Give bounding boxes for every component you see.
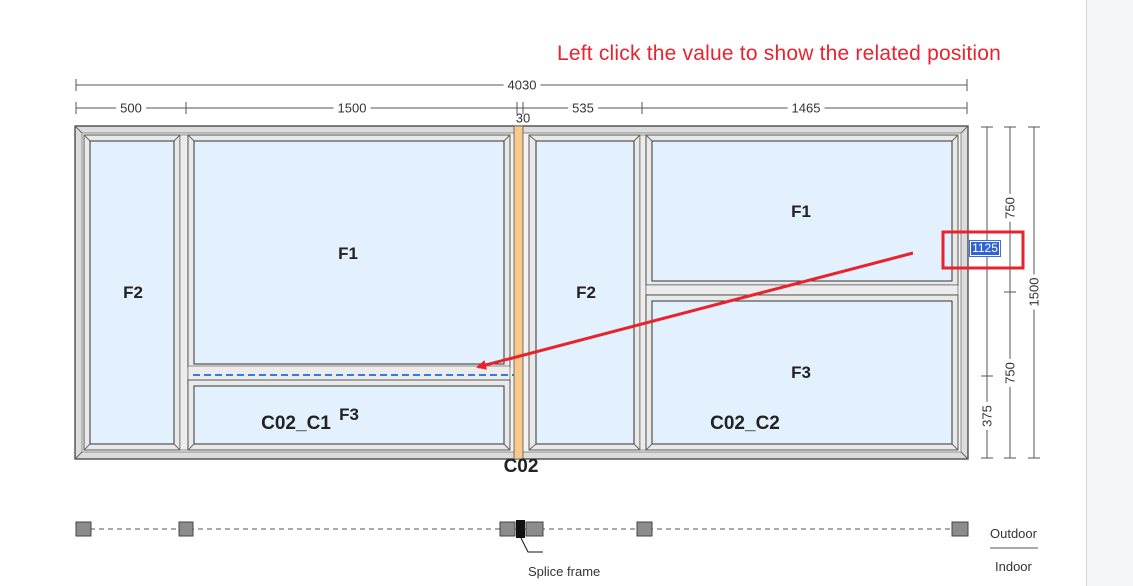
dim-splice-gap[interactable]: 30 bbox=[515, 110, 531, 126]
panel-label-left-f1: F1 bbox=[338, 244, 358, 263]
dim-right-top[interactable]: 750 bbox=[1002, 194, 1018, 222]
panel-label-right-f2: F2 bbox=[576, 283, 596, 302]
dim-total-width[interactable]: 4030 bbox=[503, 77, 541, 93]
selected-value-input[interactable]: 1125 bbox=[969, 240, 1001, 257]
legend-splice-frame: Splice frame bbox=[528, 564, 601, 579]
highlight-box bbox=[941, 230, 1025, 270]
dim-width-4[interactable]: 1465 bbox=[787, 100, 825, 116]
frame-label-combined: C02 bbox=[503, 456, 539, 477]
frame-label-right: C02_C2 bbox=[710, 413, 780, 434]
panel-label-right-f1: F1 bbox=[791, 202, 811, 221]
panel-label-right-f3: F3 bbox=[791, 363, 811, 382]
panel-label-left-f2: F2 bbox=[123, 283, 143, 302]
legend-indoor: Indoor bbox=[995, 559, 1032, 574]
frame-label-left: C02_C1 bbox=[261, 413, 331, 434]
right-side-panel bbox=[1086, 0, 1133, 586]
splice-frame-bar[interactable] bbox=[513, 125, 524, 460]
dim-right-outer[interactable]: 1500 bbox=[1026, 274, 1042, 310]
selected-value-text: 1125 bbox=[971, 241, 999, 255]
dim-right-sub[interactable]: 375 bbox=[979, 402, 995, 430]
legend-outdoor: Outdoor bbox=[990, 526, 1037, 541]
splice-legend-diagram bbox=[75, 520, 1038, 553]
left-unit-c02-c1[interactable] bbox=[83, 134, 516, 451]
pointer-arrow bbox=[476, 251, 914, 370]
dim-width-1[interactable]: 500 bbox=[116, 100, 146, 116]
dim-width-2[interactable]: 1500 bbox=[333, 100, 371, 116]
dim-right-bottom[interactable]: 750 bbox=[1002, 359, 1018, 387]
right-unit-c02-c2[interactable] bbox=[528, 134, 959, 451]
panel-label-left-f3: F3 bbox=[339, 405, 359, 424]
dim-width-3[interactable]: 535 bbox=[568, 100, 598, 116]
instruction-text: Left click the value to show the related… bbox=[557, 42, 1002, 65]
